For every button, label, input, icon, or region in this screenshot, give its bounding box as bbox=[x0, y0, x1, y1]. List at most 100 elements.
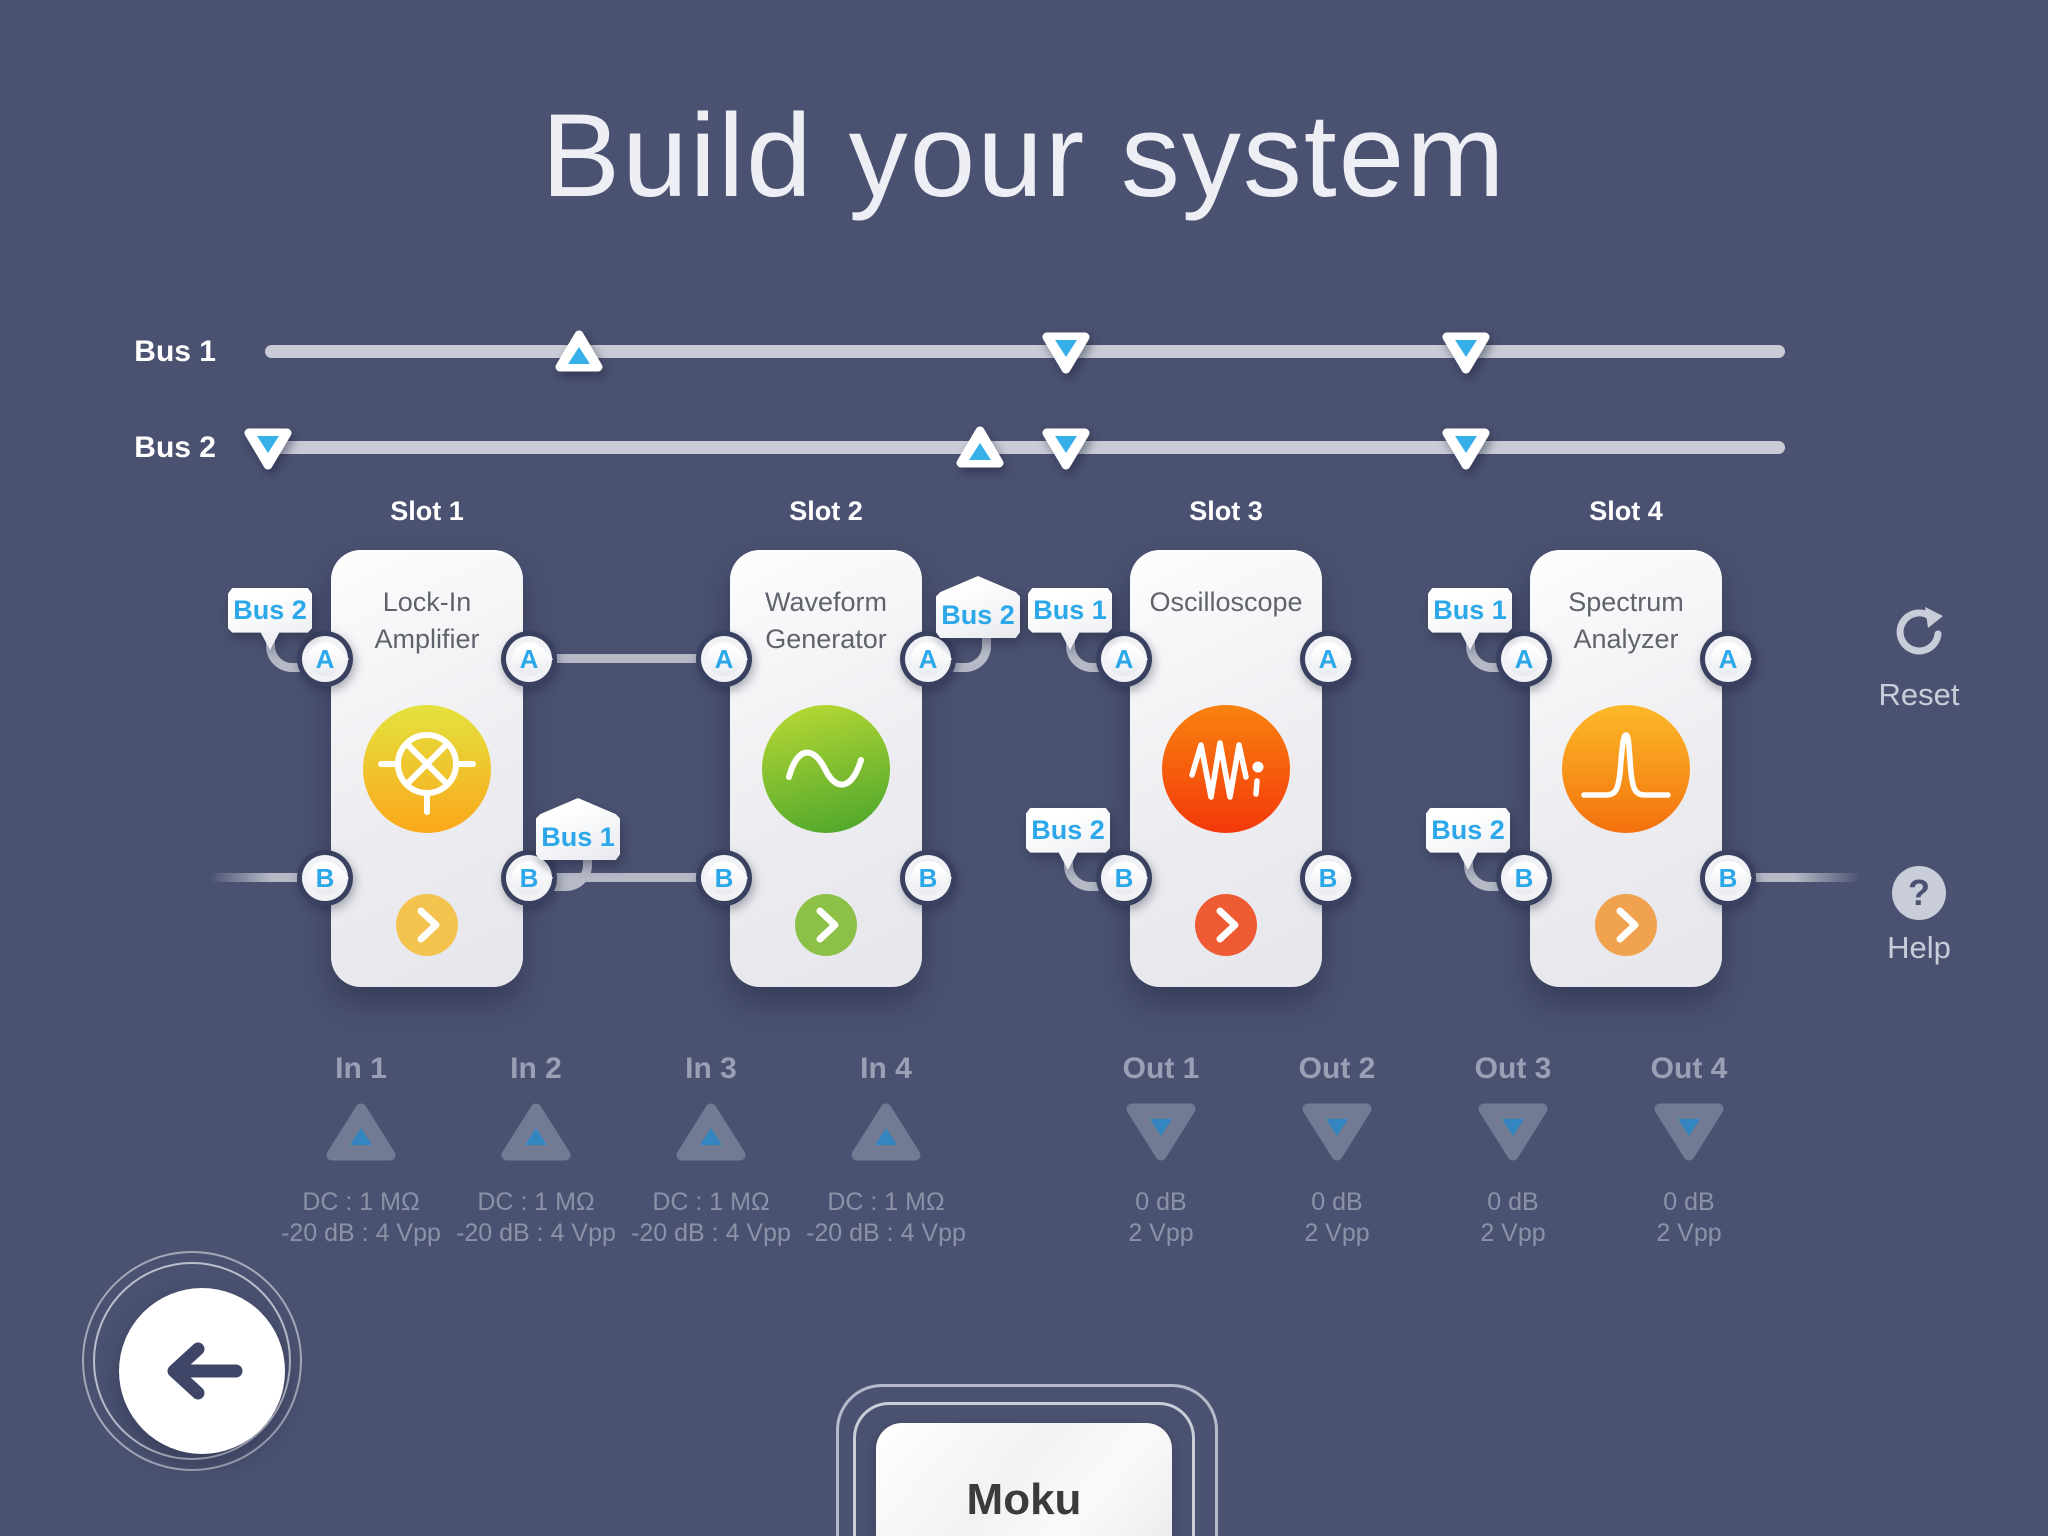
bus2-tap-input-down-marker[interactable] bbox=[242, 424, 294, 472]
connector-pin-icon: B bbox=[300, 853, 350, 903]
connector-pin-icon: B bbox=[699, 853, 749, 903]
in4-settings-button[interactable] bbox=[851, 1102, 921, 1165]
slot2-expand-button[interactable] bbox=[795, 894, 857, 956]
slot2-port-a-input[interactable]: A bbox=[696, 631, 752, 687]
triangle-up-icon bbox=[851, 1103, 921, 1161]
chevron-right-icon bbox=[417, 907, 440, 943]
line-slot1b-to-slot2b bbox=[520, 873, 735, 882]
chevron-right-icon bbox=[1616, 907, 1639, 943]
slot2-port-b-input[interactable]: B bbox=[696, 850, 752, 906]
tag-slot1-input-a-bus2[interactable]: Bus 2 bbox=[228, 588, 312, 650]
in4-settings-text: DC : 1 MΩ-20 dB : 4 Vpp bbox=[806, 1188, 966, 1247]
out2-settings-button[interactable] bbox=[1302, 1102, 1372, 1165]
moku-device[interactable]: Moku bbox=[836, 1384, 1218, 1536]
slot2-header: Slot 2 bbox=[789, 496, 863, 526]
out1-settings-button[interactable] bbox=[1126, 1102, 1196, 1165]
in2-settings-button[interactable] bbox=[501, 1102, 571, 1165]
tag-slot4-input-a-bus1[interactable]: Bus 1 bbox=[1428, 588, 1512, 650]
connector-pin-icon: B bbox=[1303, 853, 1353, 903]
tag-slot3-input-a-bus1[interactable]: Bus 1 bbox=[1028, 588, 1112, 650]
out3-settings-button[interactable] bbox=[1478, 1102, 1548, 1165]
slot4-port-a-output[interactable]: A bbox=[1700, 631, 1756, 687]
external-line-out-of-slot4-b bbox=[1740, 873, 1860, 882]
slot3-port-b-output[interactable]: B bbox=[1300, 850, 1356, 906]
oscilloscope-icon bbox=[1162, 705, 1290, 833]
stem-slot2a-to-bus2 bbox=[930, 634, 991, 672]
external-line-into-slot1-b bbox=[210, 873, 322, 882]
bus2-tap-input-down-marker[interactable] bbox=[1040, 424, 1092, 472]
slot1-port-a-input[interactable]: A bbox=[297, 631, 353, 687]
in3-settings-text: DC : 1 MΩ-20 dB : 4 Vpp bbox=[631, 1188, 791, 1247]
slot4-port-b-input[interactable]: B bbox=[1496, 850, 1552, 906]
waveform-generator-icon bbox=[762, 705, 890, 833]
back-button[interactable] bbox=[119, 1288, 285, 1454]
slot3-port-a-input[interactable]: A bbox=[1096, 631, 1152, 687]
io-column-in3: In 3 DC : 1 MΩ-20 dB : 4 Vpp bbox=[626, 1052, 796, 1249]
triangle-down-icon bbox=[1654, 1103, 1724, 1161]
bus2-label: Bus 2 bbox=[134, 431, 216, 464]
in3-settings-button[interactable] bbox=[676, 1102, 746, 1165]
in1-settings-text: DC : 1 MΩ-20 dB : 4 Vpp bbox=[281, 1188, 441, 1247]
triangle-up-icon bbox=[326, 1103, 396, 1161]
lock-in-amplifier-icon bbox=[363, 705, 491, 833]
connector-pin-icon: B bbox=[903, 853, 953, 903]
slot3-expand-button[interactable] bbox=[1195, 894, 1257, 956]
slot3-port-b-input[interactable]: B bbox=[1096, 850, 1152, 906]
out4-settings-button[interactable] bbox=[1654, 1102, 1724, 1165]
triangle-down-icon bbox=[1302, 1103, 1372, 1161]
moku-device-label: Moku bbox=[966, 1475, 1082, 1524]
slot3-header: Slot 3 bbox=[1189, 496, 1263, 526]
in1-label: In 1 bbox=[335, 1052, 387, 1085]
slot4-port-b-output[interactable]: B bbox=[1700, 850, 1756, 906]
in4-label: In 4 bbox=[860, 1052, 912, 1085]
moku-device-body: Moku bbox=[876, 1423, 1172, 1536]
slot2-port-a-output[interactable]: A bbox=[900, 631, 956, 687]
io-column-in1: In 1 DC : 1 MΩ-20 dB : 4 Vpp bbox=[276, 1052, 446, 1249]
io-column-in2: In 2 DC : 1 MΩ-20 dB : 4 Vpp bbox=[451, 1052, 621, 1249]
bus1-line[interactable] bbox=[265, 345, 1785, 358]
bus1-tap-input-down-marker[interactable] bbox=[1040, 328, 1092, 376]
tag-slot2-output-a-bus2[interactable]: Bus 2 bbox=[936, 576, 1020, 638]
slot3-port-a-output[interactable]: A bbox=[1300, 631, 1356, 687]
reset-button[interactable]: Reset bbox=[1853, 606, 1985, 713]
slot3-card-oscilloscope[interactable]: Oscilloscope bbox=[1130, 550, 1322, 987]
io-column-in4: In 4 DC : 1 MΩ-20 dB : 4 Vpp bbox=[801, 1052, 971, 1249]
in2-settings-text: DC : 1 MΩ-20 dB : 4 Vpp bbox=[456, 1188, 616, 1247]
slot1-port-b-input[interactable]: B bbox=[297, 850, 353, 906]
bus2-tap-output-up-marker[interactable] bbox=[954, 424, 1006, 472]
bus1-tap-output-up-marker[interactable] bbox=[553, 328, 605, 376]
tag-slot4-input-b-bus2[interactable]: Bus 2 bbox=[1426, 808, 1510, 870]
reset-label: Reset bbox=[1878, 677, 1960, 712]
slot1-header: Slot 1 bbox=[390, 496, 464, 526]
back-button-outer-ring bbox=[82, 1251, 302, 1471]
moku-device-ring: Moku bbox=[853, 1402, 1195, 1536]
bus2-tap-input-down-marker[interactable] bbox=[1440, 424, 1492, 472]
bus2-line[interactable] bbox=[265, 441, 1785, 454]
slot3-instrument-title: Oscilloscope bbox=[1149, 587, 1303, 617]
tag-slot1-output-b-bus1[interactable]: Bus 1 bbox=[536, 798, 620, 860]
slot1-expand-button[interactable] bbox=[396, 894, 458, 956]
slot1-port-a-output[interactable]: A bbox=[501, 631, 557, 687]
connector-pin-icon: A bbox=[699, 634, 749, 684]
connector-pin-icon: B bbox=[1703, 853, 1753, 903]
tag-slot3-input-b-bus2[interactable]: Bus 2 bbox=[1026, 808, 1110, 870]
slot2-port-b-output[interactable]: B bbox=[900, 850, 956, 906]
triangle-up-icon bbox=[676, 1103, 746, 1161]
slot4-expand-button[interactable] bbox=[1595, 894, 1657, 956]
help-button[interactable]: ? Help bbox=[1853, 866, 1985, 966]
page-title: Build your system bbox=[541, 90, 1507, 222]
slot4-port-a-input[interactable]: A bbox=[1496, 631, 1552, 687]
in3-label: In 3 bbox=[685, 1052, 737, 1085]
in1-settings-button[interactable] bbox=[326, 1102, 396, 1165]
bus1-tap-input-down-marker[interactable] bbox=[1440, 328, 1492, 376]
